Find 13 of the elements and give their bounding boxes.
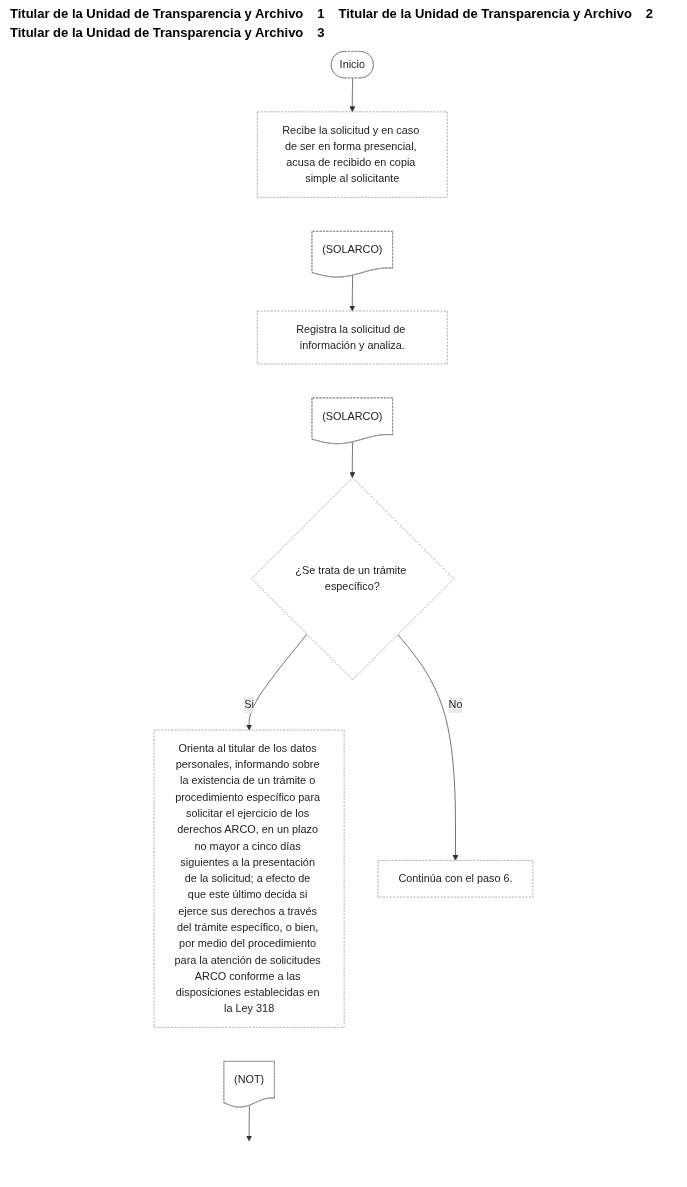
side-label: Titular de la Unidad de Transparencia y Archivo: [10, 6, 304, 21]
side-label: Titular de la Unidad de Transparencia y Archivo: [10, 25, 304, 40]
node-box: Orienta al titular de los datos personales, informando sobre la existencia de un trámite o procedimiento específico para solicitar el ejercicio de los derechos ARCO, en un plazo no mayor a cinco días siguientes a la presentación de la solicitud; a efecto de que este último decida si ejerce sus derechos a través del trámite específico, o bien, por medio del procedimiento para la atención de solicitudes ARCO conforme a las disposiciones establecidas en la Ley 318: [153, 729, 345, 1028]
side-label: 3: [317, 25, 325, 40]
edge-label: Si: [244, 698, 254, 711]
node-box: Continúa con el paso 6.: [377, 860, 534, 898]
node-diamond: ¿Se trata de un trámite específico?: [251, 477, 455, 681]
node-box: Recibe la solicitud y en caso de ser en forma presencial, acusa de recibido en copia simple al solicitante: [256, 111, 448, 198]
side-label: 1: [317, 6, 325, 21]
side-label: Titular de la Unidad de Transparencia y Archivo: [338, 6, 632, 21]
node-box: Registra la solicitud de información y analiza.: [256, 310, 448, 365]
edge-label: No: [448, 698, 463, 711]
side-label: 2: [645, 6, 654, 21]
